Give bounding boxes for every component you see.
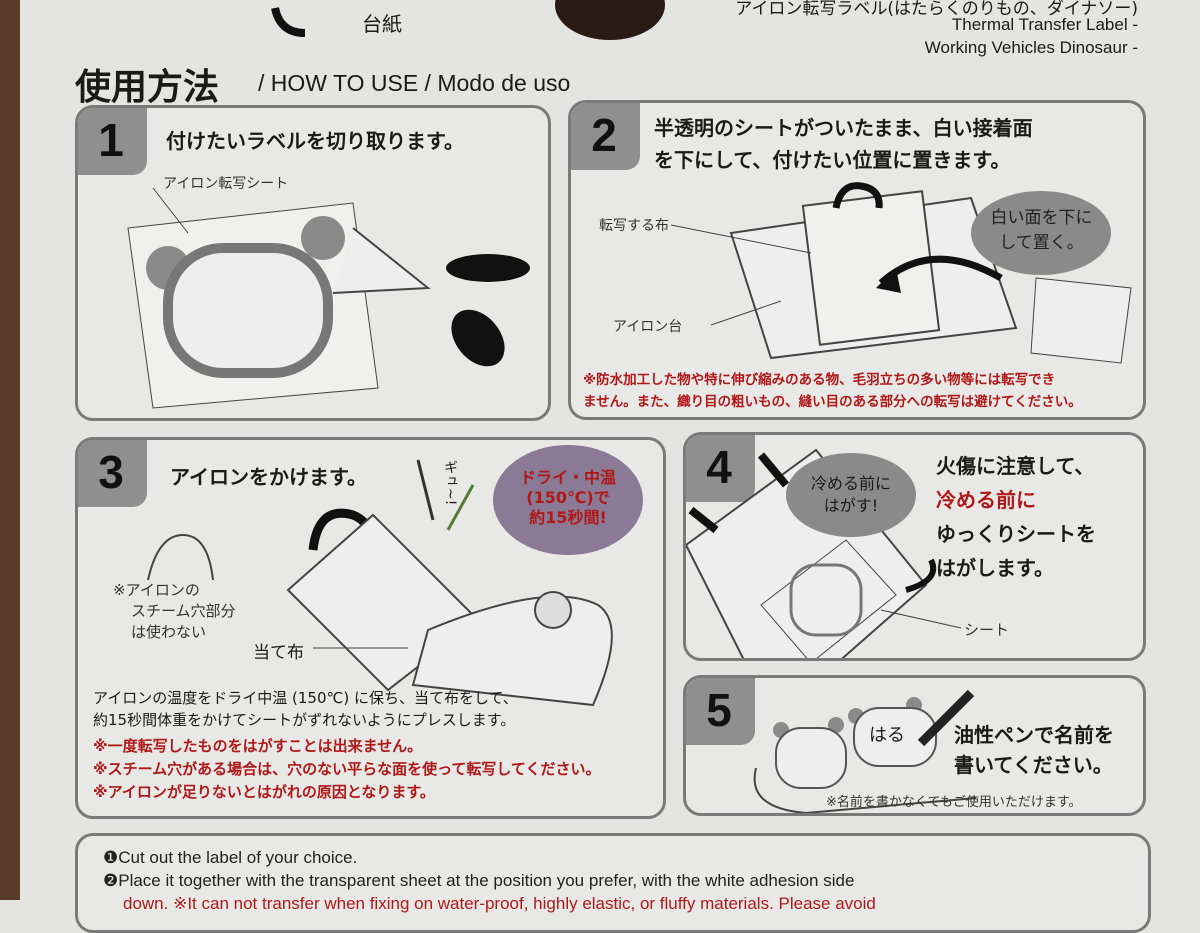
sound-effect: ギュ~!: [442, 460, 458, 506]
text-line: 書いてください。: [954, 753, 1113, 777]
page-subtitle: / HOW TO USE / Modo de uso: [258, 70, 571, 96]
english-line: ❷Place it together with the transparent …: [103, 871, 855, 890]
step-number: 2: [571, 103, 640, 170]
bubble-line: ドライ・中温: [519, 468, 616, 487]
callout-sheet: シート: [964, 621, 1010, 639]
callout-ironing-board: アイロン台: [613, 319, 683, 335]
name-sample: はる: [869, 725, 905, 746]
body-line: 約15秒間体重をかけてシートがずれないようにプレスします。: [93, 711, 516, 729]
step-5-panel: 5 はる 油性ペンで名前を書いてください。 ※名前を書かなくてもご使用いただけま…: [683, 675, 1146, 816]
pen-icon: [917, 689, 975, 747]
placement-illustration: [670, 182, 1132, 364]
bubble-line: 冷める前に: [810, 474, 891, 493]
step-number: 1: [78, 108, 147, 175]
steam-note: ※アイロンのスチーム穴部分は使わない: [113, 580, 236, 643]
name-writing-illustration: [753, 689, 977, 813]
callout-transfer-sheet: アイロン転写シート: [163, 176, 289, 192]
note-line: は使わない: [131, 623, 207, 641]
step-4-text: 火傷に注意して、冷める前にゆっくりシートをはがします。: [936, 449, 1096, 585]
header-art: [271, 0, 665, 40]
step-4-panel: 4 冷める前にはがす! 火傷に注意して、冷める前にゆっくりシートをはがします。 …: [683, 432, 1146, 661]
callout-pressing-cloth: 当て布: [253, 643, 304, 663]
page-title: 使用方法: [75, 67, 220, 108]
recycle-icon: [271, 7, 306, 37]
step-5-note: ※名前を書かなくてもご使用いただけます。: [826, 795, 1082, 810]
english-line-warning: down. ※It can not transfer when fixing o…: [123, 894, 876, 913]
product-subname-en: Working Vehicles Dinosaur -: [924, 38, 1138, 57]
bubble-line: 白い面を下に: [990, 208, 1093, 228]
text-line: はがします。: [936, 556, 1054, 580]
speech-bubble: 冷める前にはがす!: [791, 473, 911, 517]
character-shape: [555, 0, 665, 40]
step-3-text: アイロンをかけます。: [170, 465, 367, 489]
bubble-line: して置く。: [999, 233, 1084, 253]
mount-label: 台紙: [362, 12, 402, 36]
arrow-icon: [905, 558, 937, 593]
text-line: 油性ペンで名前を: [954, 723, 1114, 747]
english-line: ❶Cut out the label of your choice.: [103, 848, 358, 867]
step-2-text-line-2: を下にして、付けたい位置に置きます。: [654, 148, 1011, 172]
speech-bubble: 白い面を下にして置く。: [979, 203, 1104, 253]
warning-line: ※一度転写したものをはがすことは出来ません。: [93, 737, 423, 755]
warning-line: ※アイロンが足りないとはがれの原因となります。: [93, 783, 435, 801]
text-line-emphasis: 冷める前に: [936, 488, 1036, 512]
warning-line-1: ※防水加工した物や特に伸び縮みのある物、毛羽立ちの多い物等には転写でき: [583, 372, 1056, 388]
english-text: ❶Cut out the label of your choice. ❷Plac…: [103, 846, 876, 915]
text-line: ゆっくりシートを: [936, 522, 1096, 546]
peel-illustration: [686, 448, 962, 658]
cut-illustration: [127, 187, 530, 409]
text-line: 火傷に注意して、: [936, 454, 1095, 478]
product-name-jp: アイロン転写ラベル(はたらくのりもの、ダイナソー): [735, 0, 1138, 19]
step-3-body: アイロンの温度をドライ中温 (150℃) に保ち、当て布をして、約15秒間体重を…: [93, 687, 518, 731]
english-instructions-panel: ❶Cut out the label of your choice. ❷Plac…: [75, 833, 1151, 933]
bubble-line: 約15秒間!: [529, 508, 607, 527]
body-line: アイロンの温度をドライ中温 (150℃) に保ち、当て布をして、: [93, 689, 518, 707]
step-3-warnings: ※一度転写したものをはがすことは出来ません。 ※スチーム穴がある場合は、穴のない平…: [93, 735, 601, 804]
scissors-icon: [332, 227, 431, 294]
step-1-text: 付けたいラベルを切り取ります。: [166, 129, 464, 153]
step-number: 5: [686, 678, 755, 745]
step-1-panel: 1 付けたいラベルを切り取ります。 アイロン転写シート: [75, 105, 551, 421]
step-5-text: 油性ペンで名前を書いてください。: [954, 720, 1114, 780]
step-2-panel: 2 半透明のシートがついたまま、白い接着面 を下にして、付けたい位置に置きます。…: [568, 100, 1146, 420]
note-line: ※アイロンの: [113, 581, 200, 599]
iron-soleplate-icon: [147, 533, 214, 581]
bubble-line: (150℃)で: [526, 488, 610, 507]
step-2-text-line-1: 半透明のシートがついたまま、白い接着面: [654, 116, 1033, 140]
step-number: 3: [78, 440, 147, 507]
product-name-en: Thermal Transfer Label -: [951, 15, 1138, 34]
bubble-line: はがす!: [823, 496, 879, 515]
iron-illustration: [147, 445, 643, 707]
temperature-bubble: ドライ・中温(150℃)で約15秒間!: [498, 468, 638, 528]
package-edge: [0, 0, 20, 900]
step-number: 4: [686, 435, 755, 502]
note-line: スチーム穴部分: [131, 602, 236, 620]
warning-line: ※スチーム穴がある場合は、穴のない平らな面を使って転写してください。: [93, 760, 601, 778]
step-3-panel: 3 アイロンをかけます。 ギュ~! ドライ・中温(150℃)で約15秒間! ※ア…: [75, 437, 666, 819]
callout-fabric: 転写する布: [599, 218, 669, 234]
warning-line-2: ません。また、織り目の粗いもの、縫い目のある部分への転写は避けてください。: [583, 394, 1082, 410]
